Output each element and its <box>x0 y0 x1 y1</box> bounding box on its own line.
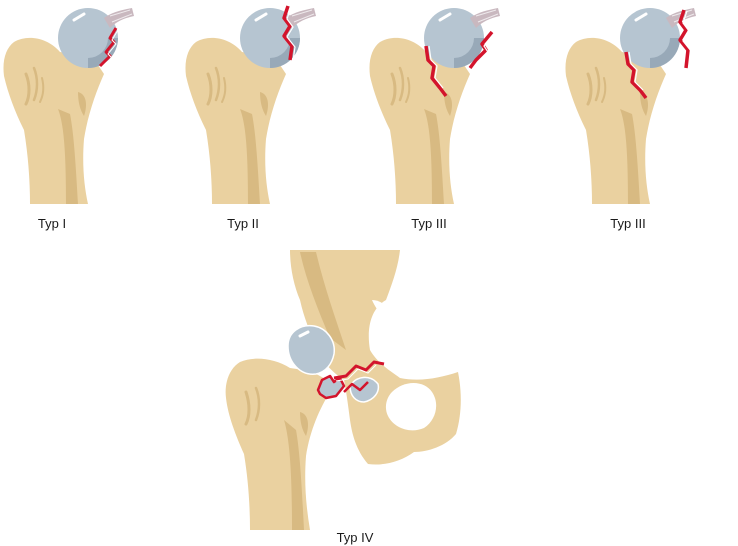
femur-typ-3a <box>367 6 501 206</box>
label-typ-1: Typ I <box>37 216 67 231</box>
hip-joint-typ-4 <box>225 250 461 530</box>
obturator-foramen <box>385 383 437 431</box>
label-typ-4: Typ IV <box>336 530 374 545</box>
label-typ-3a: Typ III <box>411 216 447 231</box>
femoral-head-typ-4 <box>287 324 335 375</box>
head-fragment <box>349 376 380 403</box>
fracture-line-typ-3b-head <box>678 9 690 69</box>
fracture-line-typ-4-neck <box>316 374 346 400</box>
fracture-line-typ-4-acetabulum <box>333 360 385 380</box>
femur-typ-2 <box>183 5 317 206</box>
fracture-line-typ-3a-shaft <box>424 45 448 98</box>
femur-typ-1 <box>1 6 135 206</box>
fracture-line-typ-1 <box>98 27 118 68</box>
label-typ-3b: Typ III <box>610 216 646 231</box>
label-typ-2: Typ II <box>227 216 259 231</box>
femur-typ-3b <box>563 6 697 206</box>
femur-typ-4 <box>225 358 330 530</box>
fracture-line-typ-3b-neck <box>624 51 648 100</box>
fracture-line-typ-2 <box>282 5 294 61</box>
